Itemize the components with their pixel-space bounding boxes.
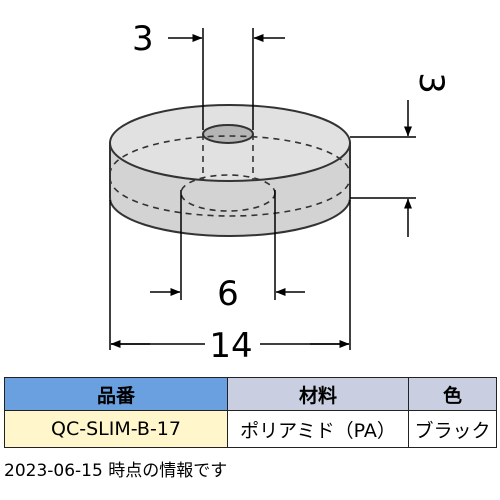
dimension-label-thickness: 3: [411, 72, 451, 94]
table-header-row: 品番 材料 色: [4, 377, 497, 411]
footnote: 2023-06-15 時点の情報です: [4, 461, 228, 481]
dimension-label-hole-top: 3: [132, 19, 154, 59]
header-color: 色: [408, 377, 497, 411]
dimension-outer: [109, 200, 351, 350]
spec-table: 品番 材料 色 QC-SLIM-B-17 ポリアミド（PA） ブラック: [4, 377, 497, 448]
cell-part-number: QC-SLIM-B-17: [4, 410, 228, 448]
dimension-hole-bottom: [150, 190, 305, 300]
header-part-number: 品番: [4, 377, 228, 411]
part-drawing: 3 3 6 14: [109, 19, 451, 366]
dimension-label-hole-bottom: 6: [217, 274, 239, 314]
table-row: QC-SLIM-B-17 ポリアミド（PA） ブラック: [4, 410, 497, 448]
dimension-hole-top: [168, 28, 285, 130]
cell-color: ブラック: [408, 410, 497, 448]
cylinder-body: [109, 104, 351, 237]
dimension-label-outer: 14: [209, 326, 252, 366]
cell-material: ポリアミド（PA）: [227, 410, 409, 448]
header-material: 材料: [227, 377, 409, 411]
dimension-thickness: [350, 100, 416, 237]
